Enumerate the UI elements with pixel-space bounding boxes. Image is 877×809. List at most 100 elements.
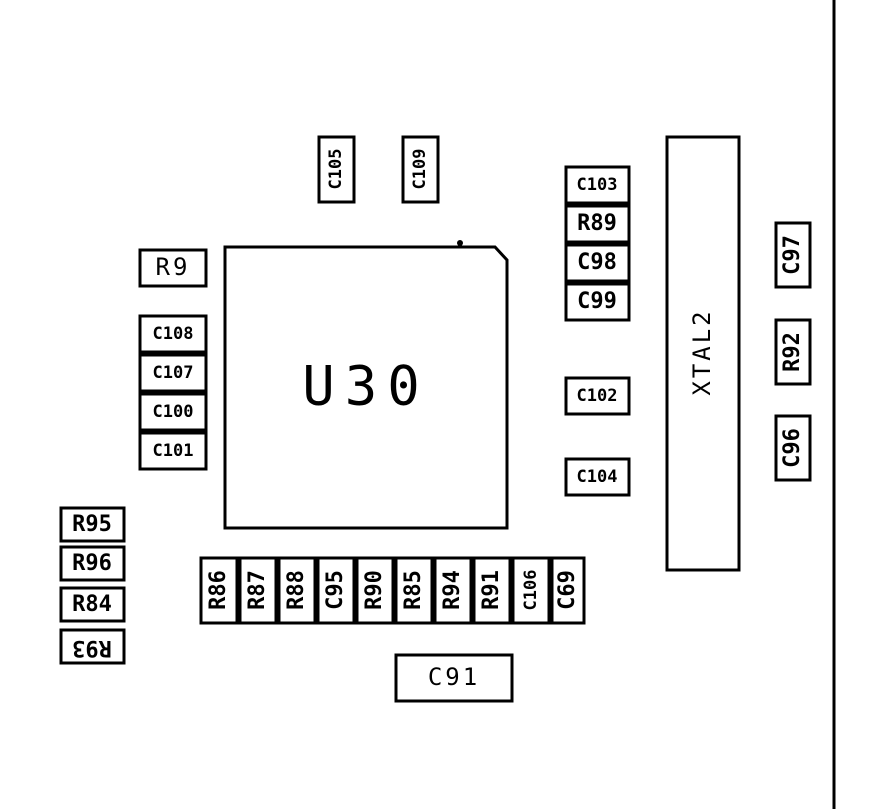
- cap-c91-label: C91: [428, 663, 480, 691]
- resistor-r94-outline: [433, 556, 473, 625]
- cap-c106[interactable]: C106: [511, 556, 551, 625]
- cap-c101[interactable]: C101: [138, 431, 208, 471]
- resistor-r96-label: R96: [72, 551, 112, 576]
- ic-u30-label: U30: [302, 355, 430, 418]
- resistor-r85[interactable]: R85: [394, 556, 434, 625]
- cap-c105-label: C105: [326, 149, 346, 190]
- cap-c98-label: C98: [577, 250, 617, 275]
- ic-u30[interactable]: U30: [223, 240, 509, 530]
- cap-c98[interactable]: C98: [564, 243, 631, 283]
- cap-c108[interactable]: C108: [138, 314, 208, 354]
- cap-c105[interactable]: C105: [317, 135, 356, 204]
- resistor-r92-label: R92: [780, 332, 805, 372]
- cap-c99-outline: [564, 282, 631, 322]
- crystal-xtal2-outline: [665, 135, 741, 572]
- cap-c101-label: C101: [153, 441, 194, 461]
- cap-c100[interactable]: C100: [138, 392, 208, 432]
- cap-c102[interactable]: C102: [564, 376, 631, 416]
- resistor-r84[interactable]: R84: [59, 586, 126, 623]
- cap-c100-label: C100: [153, 402, 194, 422]
- resistor-r86-label: R86: [206, 570, 231, 610]
- resistor-r86[interactable]: R86: [199, 556, 239, 625]
- cap-c107[interactable]: C107: [138, 353, 208, 393]
- resistor-r90[interactable]: R90: [355, 556, 395, 625]
- cap-c99[interactable]: C99: [564, 282, 631, 322]
- resistor-r96[interactable]: R96: [59, 545, 126, 582]
- cap-c104-label: C104: [577, 467, 618, 487]
- resistor-r9-label: R9: [156, 253, 191, 281]
- cap-c91-outline: [394, 653, 514, 703]
- cap-c97-label: C97: [780, 235, 805, 275]
- cap-c106-outline: [511, 556, 551, 625]
- cap-c96-label: C96: [780, 428, 805, 468]
- resistor-r94[interactable]: R94: [433, 556, 473, 625]
- cap-c103-outline: [564, 165, 631, 205]
- resistor-r87-label: R87: [245, 570, 270, 610]
- resistor-r89-outline: [564, 204, 631, 244]
- crystal-xtal2-label: XTAL2: [688, 308, 716, 395]
- resistor-r95[interactable]: R95: [59, 506, 126, 543]
- cap-c95-label: C95: [323, 570, 348, 610]
- resistor-r95-outline: [59, 506, 126, 543]
- cap-c109[interactable]: C109: [401, 135, 440, 204]
- resistor-r89[interactable]: R89: [564, 204, 631, 244]
- cap-c109-outline: [401, 135, 440, 204]
- cap-c104[interactable]: C104: [564, 457, 631, 497]
- ic-u30-outline: [223, 245, 509, 530]
- resistor-r86-outline: [199, 556, 239, 625]
- resistor-r85-label: R85: [401, 570, 426, 610]
- cap-c69-outline: [550, 556, 586, 625]
- cap-c102-outline: [564, 376, 631, 416]
- resistor-r85-outline: [394, 556, 434, 625]
- resistor-r94-label: R94: [440, 570, 465, 610]
- cap-c95[interactable]: C95: [316, 556, 356, 625]
- cap-c108-outline: [138, 314, 208, 354]
- cap-c99-label: C99: [577, 289, 617, 314]
- cap-c107-outline: [138, 353, 208, 393]
- resistor-r92[interactable]: R92: [774, 318, 812, 386]
- resistor-r87-outline: [238, 556, 278, 625]
- resistor-r91-outline: [472, 556, 512, 625]
- cap-c98-outline: [564, 243, 631, 283]
- pin1-marker-dot: [457, 240, 463, 246]
- resistor-r93-label: R93: [72, 635, 112, 660]
- resistor-r87[interactable]: R87: [238, 556, 278, 625]
- resistor-r84-label: R84: [72, 592, 112, 617]
- resistor-r88-label: R88: [284, 570, 309, 610]
- resistor-r90-outline: [355, 556, 395, 625]
- cap-c103-label: C103: [577, 175, 618, 195]
- resistor-r84-outline: [59, 586, 126, 623]
- cap-c104-outline: [564, 457, 631, 497]
- resistor-r93-outline: [59, 628, 126, 665]
- cap-c105-outline: [317, 135, 356, 204]
- cap-c95-outline: [316, 556, 356, 625]
- cap-c103[interactable]: C103: [564, 165, 631, 205]
- resistor-r88[interactable]: R88: [277, 556, 317, 625]
- resistor-r95-label: R95: [72, 512, 112, 537]
- crystal-xtal2[interactable]: XTAL2: [665, 135, 741, 572]
- resistor-r92-outline: [774, 318, 812, 386]
- cap-c97[interactable]: C97: [774, 221, 812, 289]
- cap-c108-label: C108: [153, 324, 194, 344]
- cap-c69-label: C69: [555, 570, 580, 610]
- cap-c69[interactable]: C69: [550, 556, 586, 625]
- cap-c106-label: C106: [521, 570, 541, 611]
- cap-c97-outline: [774, 221, 812, 289]
- cap-c100-outline: [138, 392, 208, 432]
- resistor-r91-label: R91: [479, 570, 504, 610]
- resistor-r96-outline: [59, 545, 126, 582]
- cap-c109-label: C109: [410, 149, 430, 190]
- resistor-r89-label: R89: [577, 211, 617, 236]
- resistor-r88-outline: [277, 556, 317, 625]
- resistor-r9-outline: [138, 248, 208, 288]
- cap-c107-label: C107: [153, 363, 194, 383]
- cap-c101-outline: [138, 431, 208, 471]
- resistor-r9[interactable]: R9: [138, 248, 208, 288]
- cap-c96[interactable]: C96: [774, 414, 812, 482]
- resistor-r93[interactable]: R93: [59, 628, 126, 665]
- cap-c96-outline: [774, 414, 812, 482]
- cap-c91[interactable]: C91: [394, 653, 514, 703]
- resistor-r91[interactable]: R91: [472, 556, 512, 625]
- resistor-r90-label: R90: [362, 570, 387, 610]
